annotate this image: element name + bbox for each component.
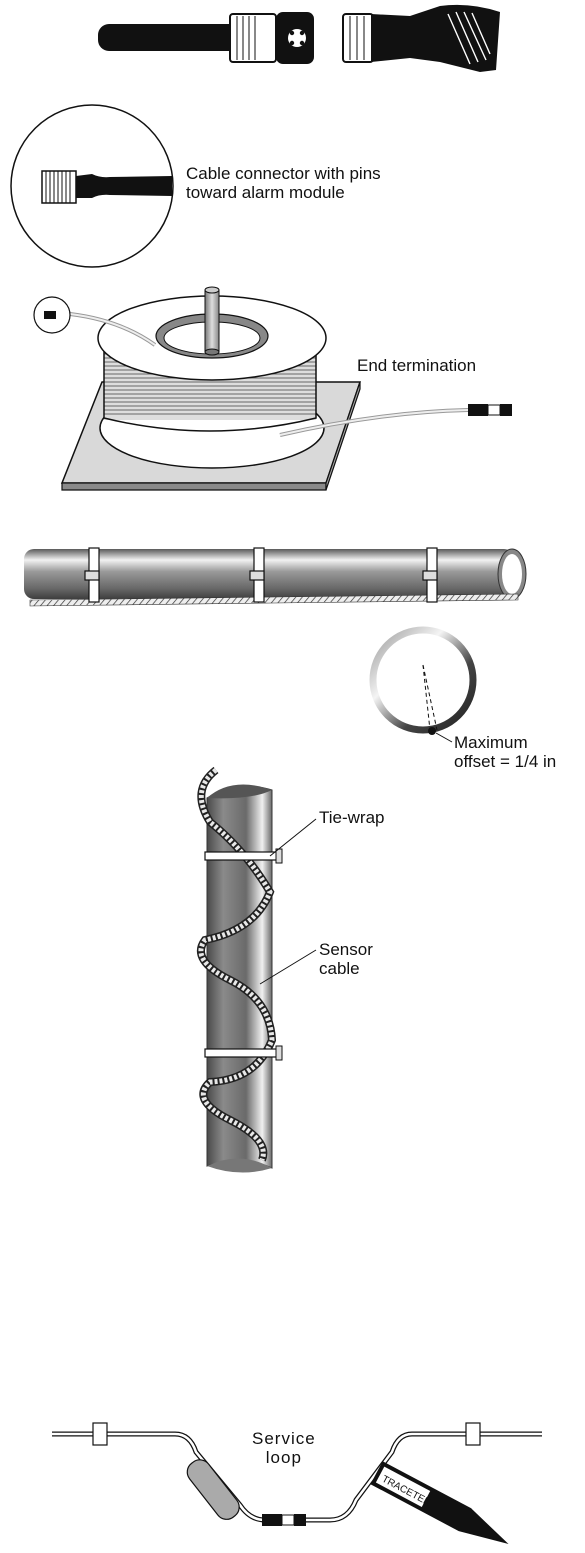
maximum-offset-label: Maximum offset = 1/4 in [454, 733, 557, 771]
horizontal-pipe-illustration [24, 547, 527, 607]
connector-zoom-circle [10, 104, 174, 268]
connector-pair-illustration [98, 4, 500, 73]
pipe-cross-section [369, 626, 477, 743]
connector-caption: Cable connector with pins toward alarm m… [186, 164, 381, 202]
cable-reel-illustration [33, 286, 512, 491]
vertical-pipe-illustration [196, 766, 317, 1173]
end-termination-label: End termination [357, 356, 477, 375]
tie-wrap-label: Tie-wrap [319, 808, 385, 827]
service-loop-label: Service loop [252, 1429, 316, 1467]
sensor-cable-label: Sensor cable [319, 940, 373, 978]
service-loop-illustration: TRACETEK [52, 1422, 542, 1545]
